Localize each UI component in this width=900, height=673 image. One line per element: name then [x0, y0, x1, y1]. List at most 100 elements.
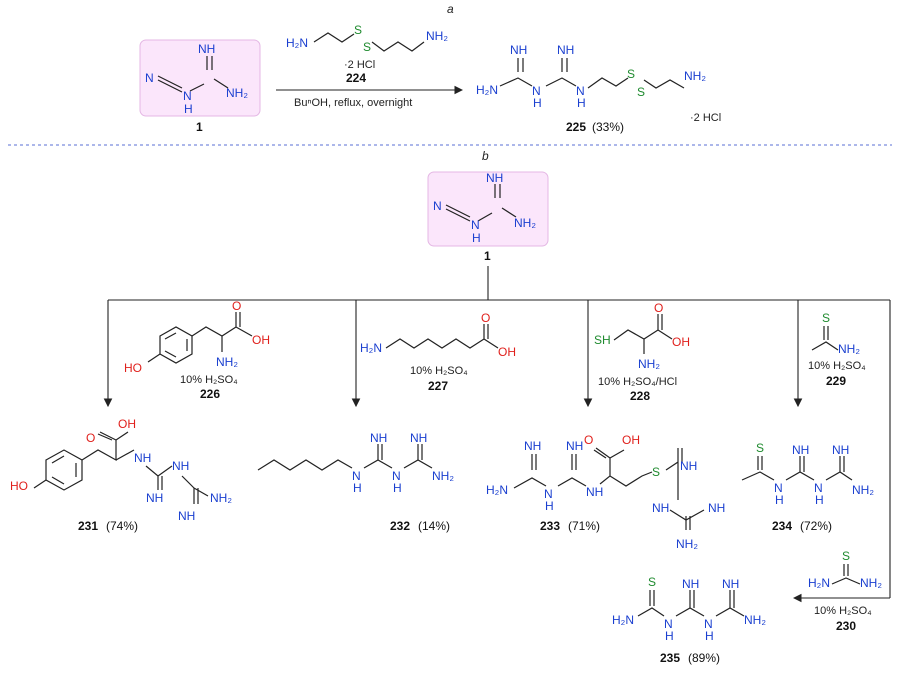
svg-text:NH₂: NH₂ [860, 576, 882, 590]
svg-text:H: H [815, 493, 824, 507]
svg-text:N: N [392, 469, 401, 483]
svg-text:NH₂: NH₂ [210, 491, 232, 505]
svg-text:·2 HCl: ·2 HCl [690, 112, 721, 124]
svg-text:NH₂: NH₂ [676, 537, 698, 551]
svg-text:OH: OH [252, 333, 270, 347]
compound-224-number: 224 [346, 71, 366, 85]
svg-text:NH: NH [682, 577, 699, 591]
svg-text:NH: NH [557, 43, 574, 57]
svg-text:OH: OH [622, 433, 640, 447]
svg-text:O: O [481, 311, 490, 325]
svg-text:HO: HO [10, 479, 28, 493]
conditions-227: 10% H₂SO₄ [410, 365, 468, 377]
compound-235-yield: (89%) [688, 651, 720, 665]
svg-text:H: H [577, 96, 586, 110]
svg-text:H: H [472, 231, 481, 245]
compound-226: O OH NH₂ HO [124, 299, 270, 375]
svg-text:H: H [393, 481, 402, 495]
svg-text:S: S [652, 465, 660, 479]
compound-227: H₂N O OH [360, 311, 516, 359]
svg-text:NH₂: NH₂ [638, 357, 660, 371]
svg-text:N: N [183, 89, 192, 103]
svg-text:S: S [822, 311, 830, 325]
svg-text:NH: NH [198, 42, 215, 56]
branch-tree [103, 266, 891, 603]
compound-228-number: 228 [630, 389, 650, 403]
svg-text:NH₂: NH₂ [838, 342, 860, 356]
compound-235-number: 235 [660, 651, 680, 665]
svg-text:H: H [533, 96, 542, 110]
compound-232-number: 232 [390, 519, 410, 533]
compound-225: NH NH H₂N N H N H S S NH₂ ·2 HCl [476, 43, 721, 124]
svg-text:N: N [814, 481, 823, 495]
svg-text:H: H [353, 481, 362, 495]
compound-235: S H₂N NH NH N H N H NH₂ [612, 575, 766, 643]
svg-text:NH: NH [586, 485, 603, 499]
svg-text:NH₂: NH₂ [216, 355, 238, 369]
svg-text:NH: NH [510, 43, 527, 57]
compound-233-number: 233 [540, 519, 560, 533]
svg-text:O: O [654, 301, 663, 315]
svg-text:NH₂: NH₂ [426, 29, 448, 43]
compound-226-number: 226 [200, 387, 220, 401]
svg-text:H: H [775, 493, 784, 507]
compound-1-a: N N H NH NH₂ [139, 39, 261, 117]
svg-text:H: H [545, 499, 554, 513]
compound-230: S H₂N NH₂ [808, 549, 882, 590]
compound-233: NH NH O OH H₂N N H NH S NH NH NH NH₂ [486, 433, 725, 551]
compound-225-number: 225 [566, 120, 586, 134]
compound-233-yield: (71%) [568, 519, 600, 533]
svg-text:NH₂: NH₂ [432, 469, 454, 483]
svg-text:N: N [145, 71, 154, 85]
compound-229: S NH₂ [811, 311, 860, 356]
svg-text:N: N [704, 617, 713, 631]
conditions-229: 10% H₂SO₄ [808, 360, 866, 372]
compound-227-number: 227 [428, 379, 448, 393]
svg-text:N: N [774, 481, 783, 495]
svg-text:NH₂: NH₂ [852, 483, 874, 497]
compound-1-b: N N H NH NH₂ [427, 171, 549, 247]
svg-text:O: O [86, 431, 95, 445]
svg-text:H₂N: H₂N [808, 576, 830, 590]
svg-text:N: N [532, 84, 541, 98]
svg-text:HO: HO [124, 361, 142, 375]
svg-text:N: N [433, 199, 442, 213]
compound-231: OH O NH NH NH NH NH₂ HO [10, 417, 232, 523]
svg-text:H: H [665, 629, 674, 643]
svg-text:N: N [471, 218, 480, 232]
svg-text:N: N [352, 469, 361, 483]
compound-232: NH NH N H N H NH₂ [257, 431, 454, 495]
compound-231-number: 231 [78, 519, 98, 533]
svg-text:N: N [576, 84, 585, 98]
svg-text:H₂N: H₂N [486, 483, 508, 497]
svg-text:H₂N: H₂N [286, 36, 308, 50]
compound-225-yield: (33%) [592, 120, 624, 134]
svg-text:NH: NH [566, 439, 583, 453]
compound-228: SH O OH NH₂ [594, 301, 690, 371]
conditions-a: BuⁿOH, reflux, overnight [294, 97, 412, 109]
panel-b-label: b [482, 149, 489, 163]
compound-224: H₂N S S NH₂ ·2 HCl [286, 23, 448, 71]
compound-229-number: 229 [826, 374, 846, 388]
svg-text:NH: NH [172, 459, 189, 473]
compound-231-yield: (74%) [106, 519, 138, 533]
svg-text:NH: NH [680, 459, 697, 473]
svg-text:NH₂: NH₂ [744, 613, 766, 627]
conditions-230: 10% H₂SO₄ [814, 605, 872, 617]
conditions-226: 10% H₂SO₄ [180, 374, 238, 386]
svg-text:OH: OH [498, 345, 516, 359]
compound-1-b-number: 1 [484, 249, 491, 263]
svg-text:NH: NH [524, 439, 541, 453]
svg-text:H₂N: H₂N [612, 613, 634, 627]
svg-text:NH₂: NH₂ [684, 69, 706, 83]
svg-text:S: S [627, 67, 635, 81]
compound-232-yield: (14%) [418, 519, 450, 533]
svg-text:NH₂: NH₂ [226, 86, 248, 100]
svg-text:NH: NH [832, 443, 849, 457]
svg-text:S: S [363, 40, 371, 54]
svg-text:·2 HCl: ·2 HCl [344, 59, 375, 71]
svg-text:S: S [354, 23, 362, 37]
svg-text:OH: OH [672, 335, 690, 349]
svg-text:N: N [544, 487, 553, 501]
